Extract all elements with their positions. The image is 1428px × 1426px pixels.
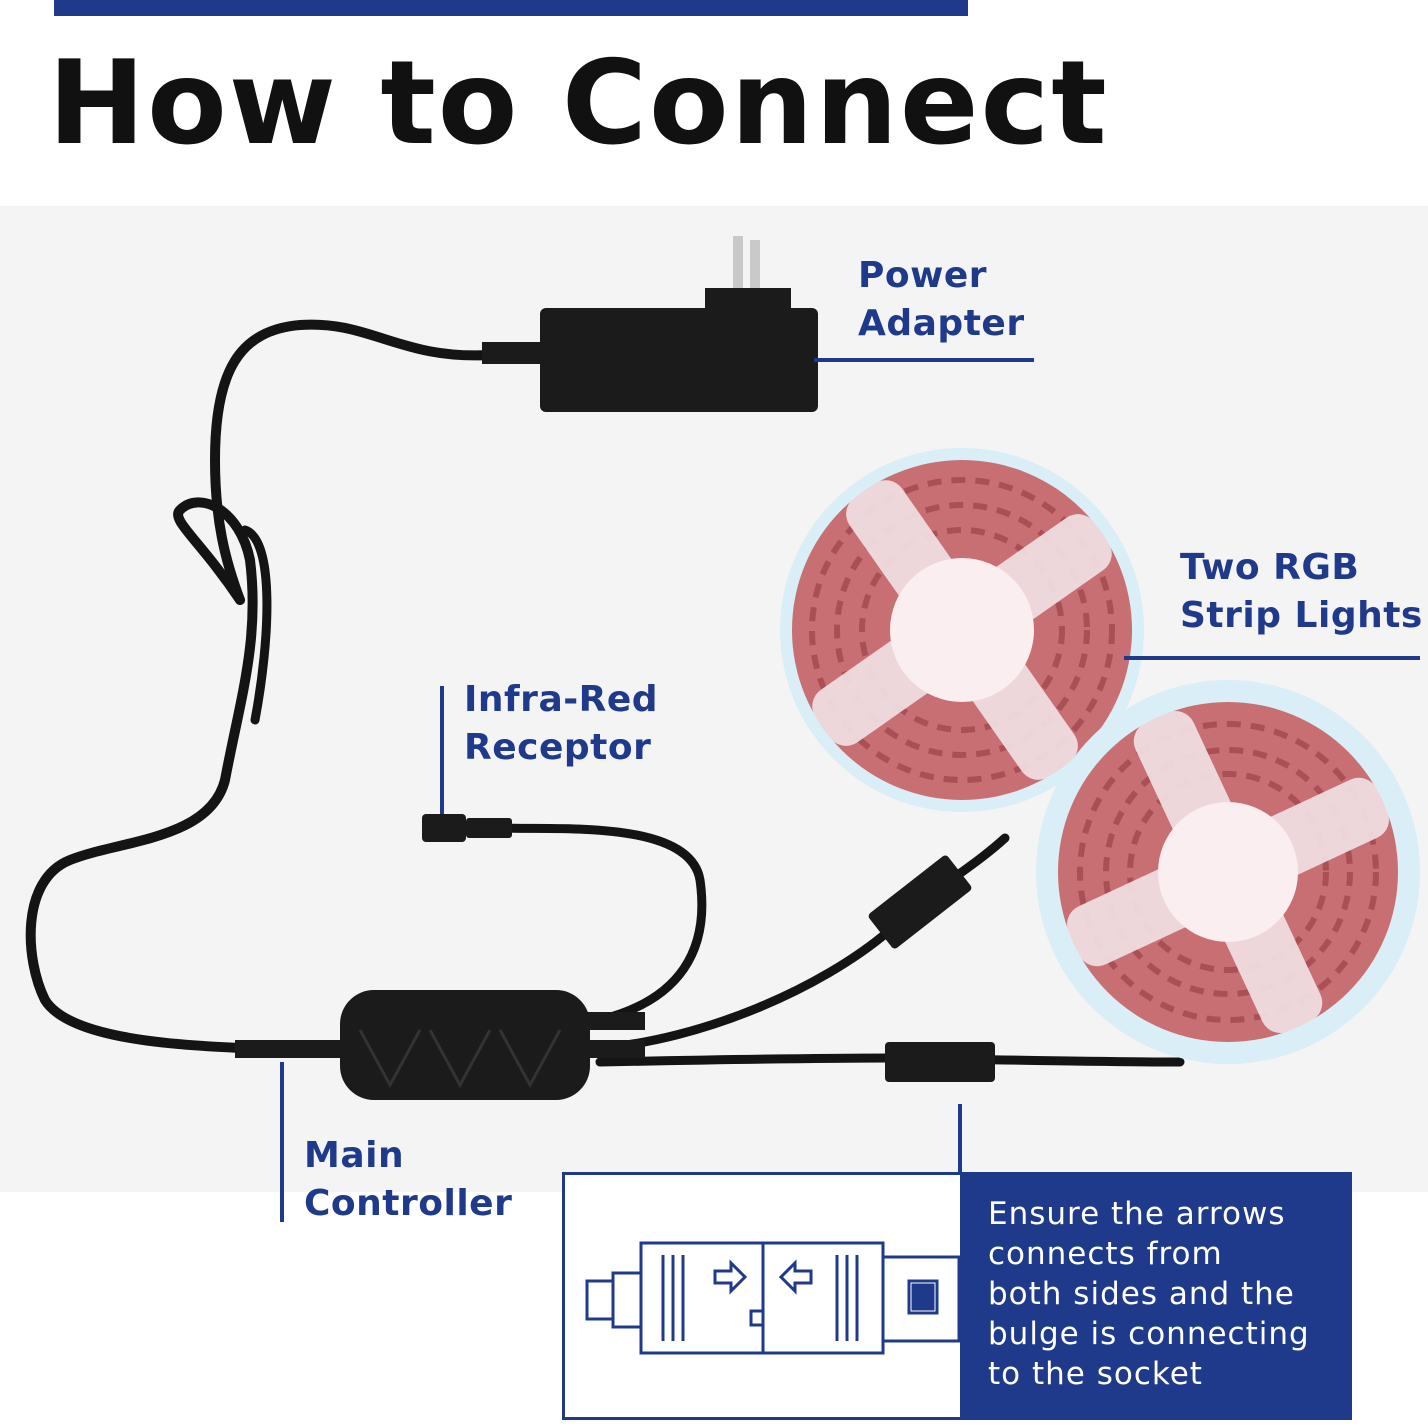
strip-lights-leader [1124, 656, 1420, 660]
adapter-cable [209, 319, 495, 605]
arrow-right-icon [713, 1259, 748, 1295]
main-controller-label: Main Controller [304, 1135, 513, 1224]
connector-leader [958, 1104, 962, 1174]
page-title: How to Connect [48, 36, 1109, 171]
power-adapter-label: Power Adapter [858, 255, 1025, 344]
connection-diagram-photo [25, 236, 1420, 1100]
ir-receptor-label: Infra-Red Receptor [464, 679, 659, 768]
ir-cable [500, 823, 707, 1025]
power-adapter-leader [814, 358, 1034, 362]
led-strip-reel-1 [780, 448, 1144, 812]
top-accent-rule [54, 0, 968, 16]
power-adapter [482, 236, 818, 412]
cable-connectors [868, 855, 995, 1082]
main-controller [235, 990, 645, 1100]
coiled-cable [25, 497, 258, 1053]
arrow-left-icon [778, 1259, 813, 1295]
strip-lights-label: Two RGB Strip Lights [1180, 547, 1423, 636]
connector-schematic [585, 1241, 961, 1355]
connector-instructions: Ensure the arrows connects from both sid… [960, 1172, 1352, 1420]
strip-cable-1 [595, 833, 1010, 1053]
ir-receptor-leader [440, 686, 444, 814]
ir-receptor [422, 814, 512, 842]
product-photo [0, 206, 1428, 1192]
led-strip-reel-2 [1036, 680, 1420, 1064]
main-controller-leader [280, 1062, 284, 1222]
